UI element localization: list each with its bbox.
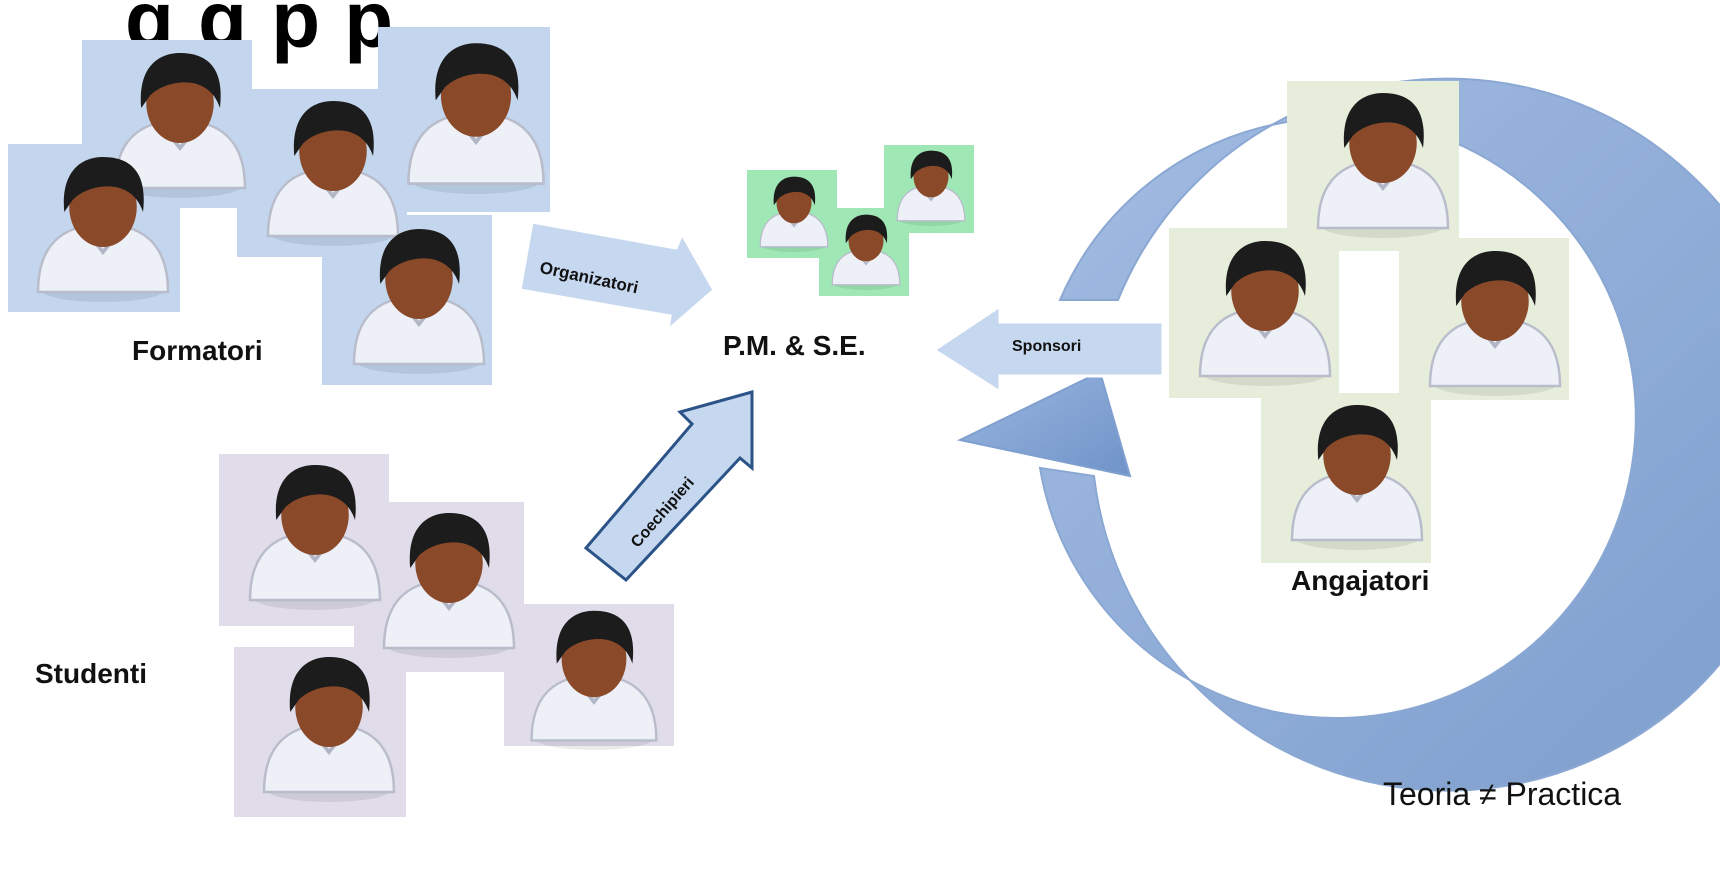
sponsori-arrow xyxy=(931,303,1165,395)
studenti-label: Studenti xyxy=(35,658,147,689)
formatori-group xyxy=(8,27,550,385)
formatori-label: Formatori xyxy=(132,335,263,366)
center-label: P.M. & S.E. xyxy=(723,330,866,361)
footer-note: Teoria ≠ Practica xyxy=(1383,776,1622,812)
organizatori-arrow xyxy=(518,220,716,334)
sponsori-label: Sponsori xyxy=(1012,338,1082,355)
coechipieri-arrow xyxy=(583,390,754,583)
cycle-arrow xyxy=(956,77,1720,792)
angajatori-label: Angajatori xyxy=(1291,565,1430,596)
studenti-group xyxy=(219,454,674,817)
angajatori-group xyxy=(1169,81,1569,563)
center-team-group xyxy=(747,145,974,296)
